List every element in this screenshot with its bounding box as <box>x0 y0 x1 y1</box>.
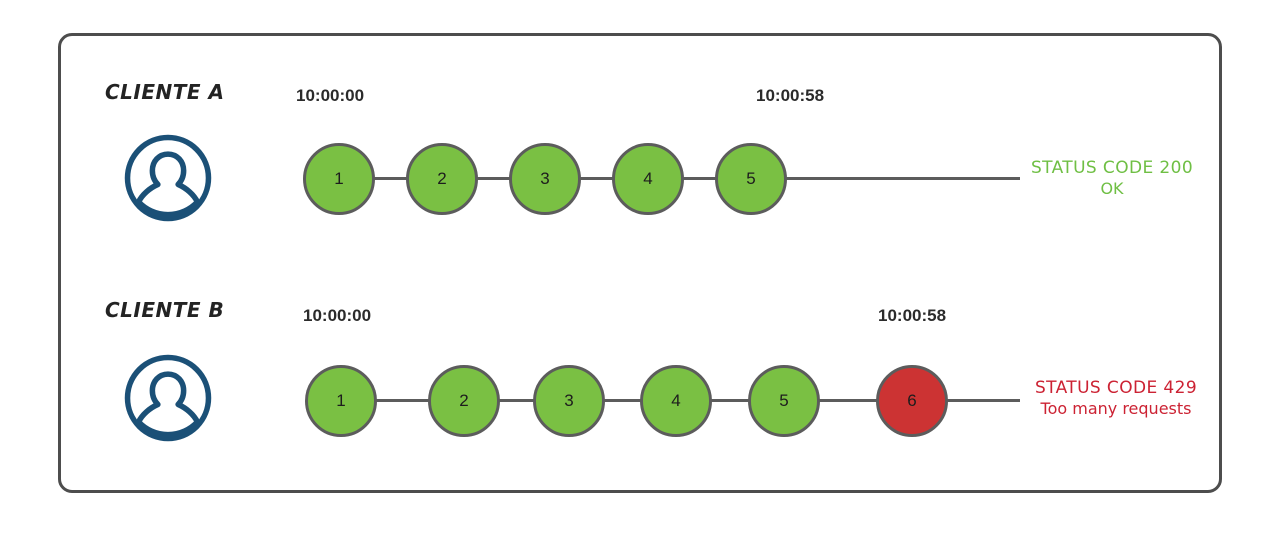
client-b-request-6[interactable]: 6 <box>876 365 948 437</box>
node-label: 5 <box>779 391 789 410</box>
diagram-frame <box>58 33 1222 493</box>
node-label: 6 <box>907 391 917 410</box>
node-label: 2 <box>437 169 447 188</box>
node-label: 5 <box>746 169 756 188</box>
client-a-request-5[interactable]: 5 <box>715 143 787 215</box>
status-code-line: STATUS CODE 429 <box>1034 378 1198 398</box>
node-label: 1 <box>334 169 344 188</box>
client-b-status-badge: STATUS CODE 429 Too many requests <box>1026 378 1206 419</box>
node-label: 3 <box>564 391 574 410</box>
node-label: 2 <box>459 391 469 410</box>
node-label: 1 <box>336 391 346 410</box>
client-b-request-4[interactable]: 4 <box>640 365 712 437</box>
client-a-end-time: 10:00:58 <box>756 86 825 105</box>
status-code-line: STATUS CODE 200 <box>1030 158 1194 178</box>
node-label: 4 <box>671 391 681 410</box>
client-b-request-5[interactable]: 5 <box>748 365 820 437</box>
status-text-line: OK <box>1100 179 1124 199</box>
client-a-request-2[interactable]: 2 <box>406 143 478 215</box>
client-b-request-2[interactable]: 2 <box>428 365 500 437</box>
client-a-start-time: 10:00:00 <box>296 86 365 105</box>
client-a-label: CLIENTE A <box>105 80 225 104</box>
client-a-request-4[interactable]: 4 <box>612 143 684 215</box>
status-text-line: Too many requests <box>1040 399 1192 419</box>
client-b-start-time: 10:00:00 <box>303 306 372 325</box>
client-b-end-time: 10:00:58 <box>878 306 947 325</box>
node-label: 4 <box>643 169 653 188</box>
client-a-status-badge: STATUS CODE 200 OK <box>1027 158 1197 199</box>
client-a-request-3[interactable]: 3 <box>509 143 581 215</box>
user-avatar-icon <box>122 352 214 444</box>
user-avatar-icon <box>122 132 214 224</box>
node-label: 3 <box>540 169 550 188</box>
client-b-label: CLIENTE B <box>105 298 225 322</box>
client-a-request-1[interactable]: 1 <box>303 143 375 215</box>
client-b-request-3[interactable]: 3 <box>533 365 605 437</box>
client-b-request-1[interactable]: 1 <box>305 365 377 437</box>
